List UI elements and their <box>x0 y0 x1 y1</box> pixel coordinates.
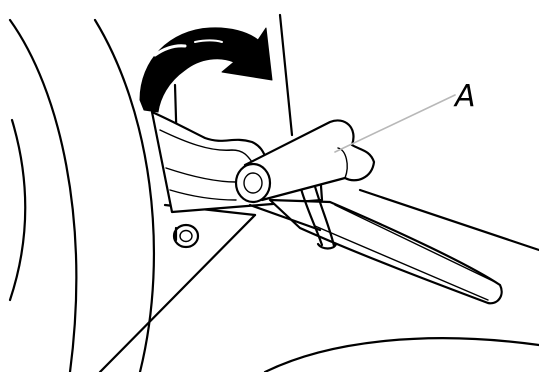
bottom-rim <box>265 338 539 372</box>
curved-arrow-icon <box>140 28 272 112</box>
callout-a-label: A <box>453 79 476 114</box>
knob <box>174 225 198 247</box>
callout-a: A <box>335 79 476 152</box>
outer-body-curves <box>10 20 154 372</box>
callout-a-leader <box>335 95 455 152</box>
handle-bar <box>250 190 539 303</box>
